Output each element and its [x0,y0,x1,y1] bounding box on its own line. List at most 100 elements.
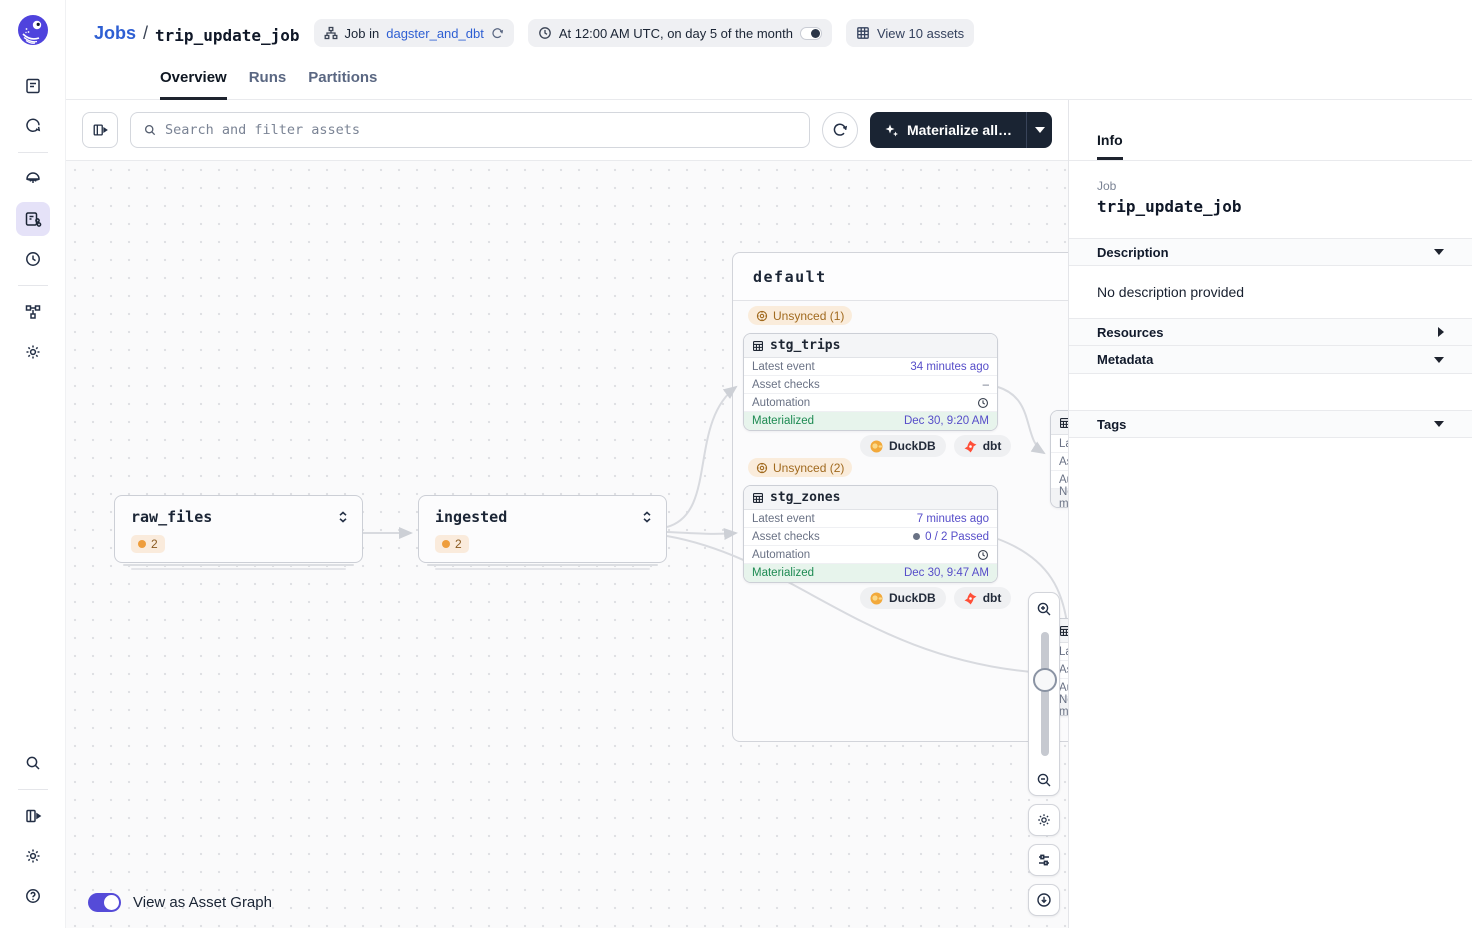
zoom-slider-handle[interactable] [1033,668,1057,692]
group-node-name: ingested [435,508,508,526]
automation-clock-icon [977,549,989,561]
repo-link[interactable]: dagster_and_dbt [386,25,484,41]
zoom-in-button[interactable] [1028,593,1060,624]
reload-repo-icon[interactable] [491,27,504,40]
group-node-raw-files[interactable]: raw_files 2 [114,495,363,570]
asset-tags-stg-zones: DuckDB dbt [860,587,1012,609]
info-job-name: trip_update_job [1097,197,1242,216]
zoom-slider[interactable] [1029,624,1059,764]
nav-schedules[interactable] [16,242,50,276]
refresh-button[interactable] [821,112,858,148]
row-value[interactable]: 0 / 2 Passed [913,531,989,543]
sparkle-icon [884,123,899,138]
breadcrumb-jobs-link[interactable]: Jobs [94,22,137,43]
expand-panel-icon [24,807,42,825]
help-icon [24,887,42,905]
row-label: Latest event [752,360,815,373]
dagster-logo-icon[interactable] [15,12,51,48]
repo-badge: Job in dagster_and_dbt [313,19,514,47]
unsynced-badge-stg-trips[interactable]: Unsynced (1) [748,306,853,325]
materialized-date[interactable]: Dec 30, 9:47 AM [903,567,989,579]
tab-overview[interactable]: Overview [160,69,227,100]
toggle-switch[interactable] [88,893,121,912]
sync-gear-icon [756,462,768,474]
description-section-header[interactable]: Description [1069,238,1472,266]
nav-deployment[interactable] [16,335,50,369]
view-assets-badge[interactable]: View 10 assets [845,19,975,47]
nav-lineage[interactable] [16,295,50,329]
expand-group-icon[interactable] [642,511,652,523]
row-label: Latest event [1059,645,1068,658]
zoom-out-button[interactable] [1028,764,1060,795]
nav-assets[interactable] [16,162,50,196]
duckdb-icon [870,440,883,453]
fork-icon [324,26,338,40]
assets-icon [24,170,42,188]
asset-name: stg_zones [770,490,841,505]
nav-user-settings[interactable] [16,839,50,873]
group-node-ingested[interactable]: ingested 2 [418,495,667,570]
dbt-tag[interactable]: dbt [953,435,1012,457]
unsynced-badge-stg-zones[interactable]: Unsynced (2) [748,458,853,477]
nav-jobs[interactable] [15,202,50,236]
materialize-all-button[interactable]: Materialize all… [869,112,1026,148]
collapse-sidebar-panel-button[interactable] [82,112,118,148]
description-body: No description provided [1097,284,1245,300]
graph-filters-button[interactable] [1028,844,1060,876]
resources-section-header[interactable]: Resources [1069,318,1472,346]
breadcrumb-separator: / [143,22,149,43]
group-node-name: raw_files [131,508,213,526]
search-input[interactable] [165,122,797,138]
graph-toolbar: Materialize all… [66,100,1068,161]
zoom-in-icon [1036,601,1052,617]
gear-icon [24,343,42,361]
asset-node-partial-top[interactable]: Latest event Asset checks Automation Nev… [1050,410,1068,508]
tab-runs[interactable]: Runs [248,69,287,86]
grid-icon [856,26,870,40]
row-label: Never materialized [1059,694,1068,716]
metadata-section-header[interactable]: Metadata [1069,346,1472,374]
gear-icon [24,847,42,865]
materialized-label: Materialized [752,415,814,427]
materialized-date[interactable]: Dec 30, 9:20 AM [903,415,989,427]
breadcrumb-job-name: trip_update_job [155,25,300,45]
clock-icon [538,26,552,40]
dbt-icon [964,592,977,605]
search-icon [143,123,157,137]
dbt-icon [964,440,977,453]
nav-help[interactable] [16,879,50,913]
sync-gear-icon [756,310,768,322]
automation-clock-icon [977,397,989,409]
job-tabs: Overview Runs Partitions [160,69,377,100]
dbt-tag[interactable]: dbt [953,587,1012,609]
asset-search[interactable] [130,112,810,148]
row-label: Latest event [752,512,815,525]
asset-graph-canvas[interactable]: default raw_files 2 ingested 2 [66,161,1068,928]
overview-doc-icon [24,77,42,95]
info-tab[interactable]: Info [1097,132,1123,160]
duckdb-tag[interactable]: DuckDB [860,587,946,609]
row-label: Automation [1059,473,1068,486]
nav-runs[interactable] [16,109,50,143]
materialize-options-button[interactable] [1026,112,1052,148]
tab-partitions[interactable]: Partitions [308,69,378,86]
chevron-right-icon [1438,327,1444,337]
nav-expand-panel[interactable] [16,799,50,833]
tags-section-header[interactable]: Tags [1069,410,1472,438]
nav-overview[interactable] [16,69,50,103]
schedule-toggle[interactable] [799,26,822,40]
expand-group-icon[interactable] [338,511,348,523]
recenter-graph-button[interactable] [1028,884,1060,916]
page-header: Jobs / trip_update_job Job in dagster_an… [66,0,1472,100]
search-icon [24,754,42,772]
duckdb-tag[interactable]: DuckDB [860,435,946,457]
graph-settings-button[interactable] [1028,804,1060,836]
nav-search[interactable] [16,746,50,780]
status-dot [442,540,450,548]
row-value[interactable]: 34 minutes ago [910,360,989,373]
job-type-label: Job [1097,179,1117,193]
row-value[interactable]: 7 minutes ago [916,512,989,525]
table-icon [1059,625,1068,637]
